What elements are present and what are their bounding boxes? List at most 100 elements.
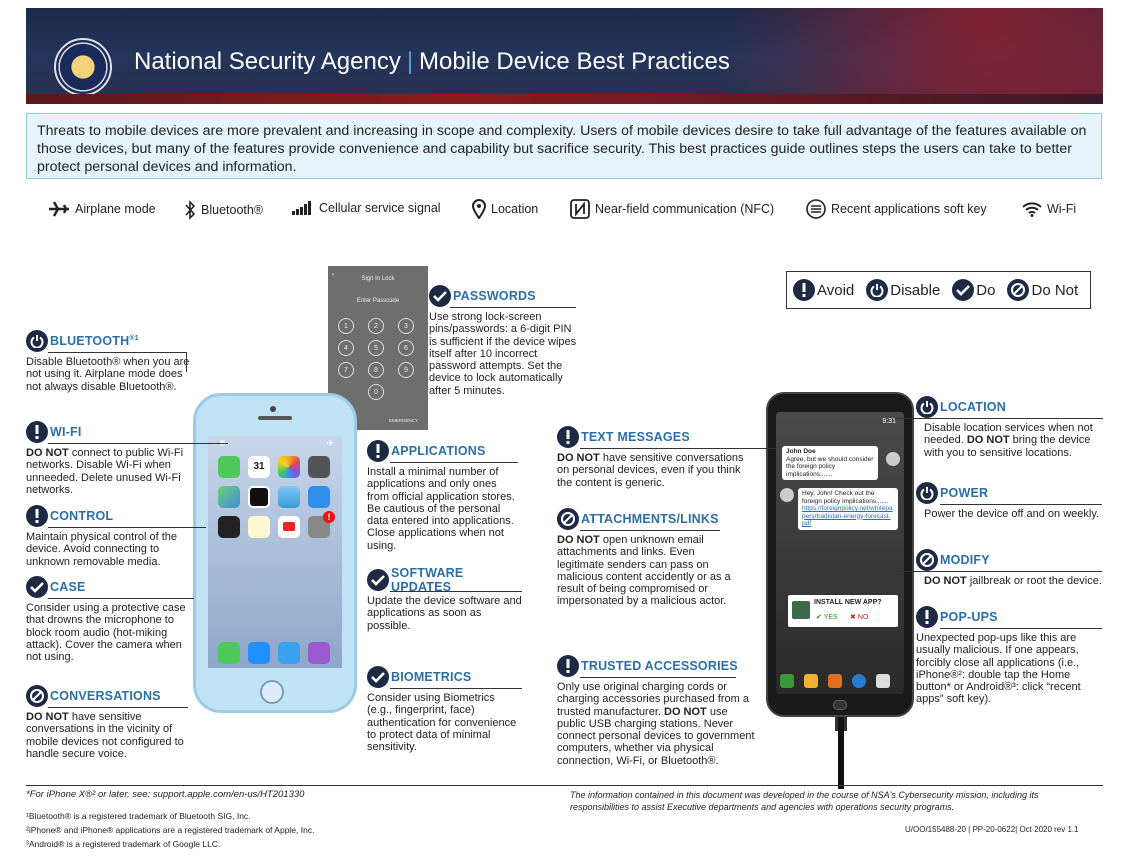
avoid-icon: [26, 505, 48, 527]
contact-avatar: [780, 488, 794, 502]
legend-recent-apps: Recent applications soft key: [806, 199, 987, 219]
weather-app-icon: [278, 486, 300, 508]
trademark-bluetooth: ¹Bluetooth® is a registered trademark of…: [26, 811, 251, 821]
signal-icon: [292, 201, 311, 215]
header-background: [503, 8, 1103, 104]
download-icon: [792, 601, 810, 619]
check-icon: [952, 279, 975, 301]
contacts-app-icon: [828, 674, 842, 688]
disclaimer: The information contained in this docume…: [570, 790, 1039, 812]
bluetooth-icon: [185, 200, 196, 220]
lock-emergency[interactable]: EMERGENCY: [388, 418, 418, 423]
wifi-icon: [1022, 202, 1042, 217]
install-app-popup: INSTALL NEW APP? ✔ YES ✖ NO: [788, 595, 898, 627]
key-avoid: Avoid: [793, 279, 854, 301]
messages-app-icon: [218, 456, 240, 478]
home-button: [260, 680, 284, 704]
keypad-key[interactable]: 7: [338, 362, 354, 378]
legend-nfc: Near-field communication (NFC): [570, 199, 774, 219]
email-app-icon: [804, 674, 818, 688]
keypad-key[interactable]: 3: [398, 318, 414, 334]
avoid-icon: [367, 440, 389, 462]
location-pin-icon: [472, 199, 486, 219]
android-illustration: 9:31 John Doe Agree, but we should consi…: [766, 392, 914, 717]
stocks-app-icon: [218, 516, 240, 538]
section-biometrics: BIOMETRICS Consider using Biometrics (e.…: [367, 666, 522, 753]
avoid-icon: [557, 426, 579, 448]
section-conversations: CONVERSATIONS DO NOT have sensitive conv…: [26, 685, 191, 760]
icon-legend: Airplane mode Bluetooth® Cellular servic…: [26, 197, 1102, 225]
prohibited-icon: [557, 508, 579, 530]
trademark-google: ³Android® is a registered trademark of G…: [26, 839, 221, 849]
section-power: POWER Power the device off and on weekly…: [916, 482, 1111, 520]
browser-app-icon: [852, 674, 866, 688]
check-icon: [26, 576, 48, 598]
section-control: CONTROL Maintain physical control of the…: [26, 505, 191, 568]
iphone-camera: [270, 406, 276, 412]
avoid-icon: [557, 655, 579, 677]
safari-app-icon: [248, 642, 270, 664]
airplane-status-icon: ✈: [326, 438, 334, 448]
popup-no-button[interactable]: ✖ NO: [850, 614, 869, 621]
key-disable: Disable: [866, 279, 940, 301]
notes-app-icon: [248, 516, 270, 538]
keypad-key[interactable]: 8: [368, 362, 384, 378]
phone-app-icon: [218, 642, 240, 664]
photos-app-icon: [278, 456, 300, 478]
keypad-key[interactable]: 1: [338, 318, 354, 334]
legend-bluetooth: Bluetooth®: [184, 199, 263, 221]
keypad-key[interactable]: 4: [338, 340, 354, 356]
avoid-icon: [916, 606, 938, 628]
prohibited-icon: [916, 549, 938, 571]
legend-location: Location: [472, 199, 538, 219]
page-title: National Security Agency|Mobile Device B…: [134, 48, 730, 75]
nsa-seal-logo: [54, 38, 112, 96]
section-software-updates: SOFTWARE UPDATES Update the device softw…: [367, 566, 522, 632]
popup-yes-button[interactable]: ✔ YES: [816, 614, 838, 621]
power-icon: [916, 396, 938, 418]
iphone-illustration: ⌁ ✱ ✈ 31 !: [193, 393, 357, 713]
nfc-icon: [570, 199, 590, 219]
mail-app-icon: [278, 642, 300, 664]
iphone-speaker: [258, 416, 292, 420]
keypad-key[interactable]: 5: [368, 340, 384, 356]
power-icon: [26, 330, 48, 352]
keypad-key[interactable]: 9: [398, 362, 414, 378]
youtube-app-icon: [278, 516, 300, 538]
key-do: Do: [952, 279, 995, 301]
section-case: CASE Consider using a protective case th…: [26, 576, 191, 663]
app-store-icon: [308, 486, 330, 508]
suspicious-link[interactable]: https://foreignpolicy.net/whitepapers/tr…: [802, 505, 893, 527]
section-applications: APPLICATIONS Install a minimal number of…: [367, 440, 517, 552]
status-bar: ‹: [332, 272, 334, 278]
apps-grid-icon: [876, 674, 890, 688]
keypad-key[interactable]: 6: [398, 340, 414, 356]
clock-app-icon: [248, 486, 270, 508]
contact-avatar: [886, 452, 900, 466]
footer-divider: [26, 785, 1103, 786]
check-icon: [367, 569, 389, 591]
intro-text: Threats to mobile devices are more preva…: [26, 113, 1102, 179]
prohibited-icon: [1007, 279, 1030, 301]
maps-app-icon: [218, 486, 240, 508]
section-attachments-links: ATTACHMENTS/LINKS DO NOT open unknown em…: [557, 508, 737, 608]
trademark-apple: ²iPhone® and iPhone® applications are a …: [26, 825, 315, 835]
iphone-screen: ⌁ ✱ ✈ 31 !: [208, 436, 342, 668]
check-icon: [429, 285, 451, 307]
keypad-key[interactable]: 0: [368, 384, 384, 400]
keypad-key[interactable]: 2: [368, 318, 384, 334]
page-header: National Security Agency|Mobile Device B…: [26, 8, 1103, 104]
camera-app-icon: [308, 456, 330, 478]
power-icon: [866, 279, 889, 301]
section-pop-ups: POP-UPS Unexpected pop-ups like this are…: [916, 606, 1106, 706]
usb-cable: [838, 717, 844, 789]
airplane-icon: [49, 201, 69, 217]
status-time: 9:31: [882, 418, 896, 425]
section-wifi: WI-FI DO NOT connect to public Wi-Fi net…: [26, 421, 191, 496]
lock-title: Sign In Lock: [361, 276, 395, 282]
settings-app-icon: !: [308, 511, 335, 538]
lock-prompt: Enter Passcode: [356, 298, 400, 304]
iphone-footnote: *For iPhone X®² or later, see: support.a…: [26, 789, 305, 800]
section-location: LOCATION Disable location services when …: [916, 396, 1106, 459]
calendar-app-icon: 31: [248, 456, 270, 478]
